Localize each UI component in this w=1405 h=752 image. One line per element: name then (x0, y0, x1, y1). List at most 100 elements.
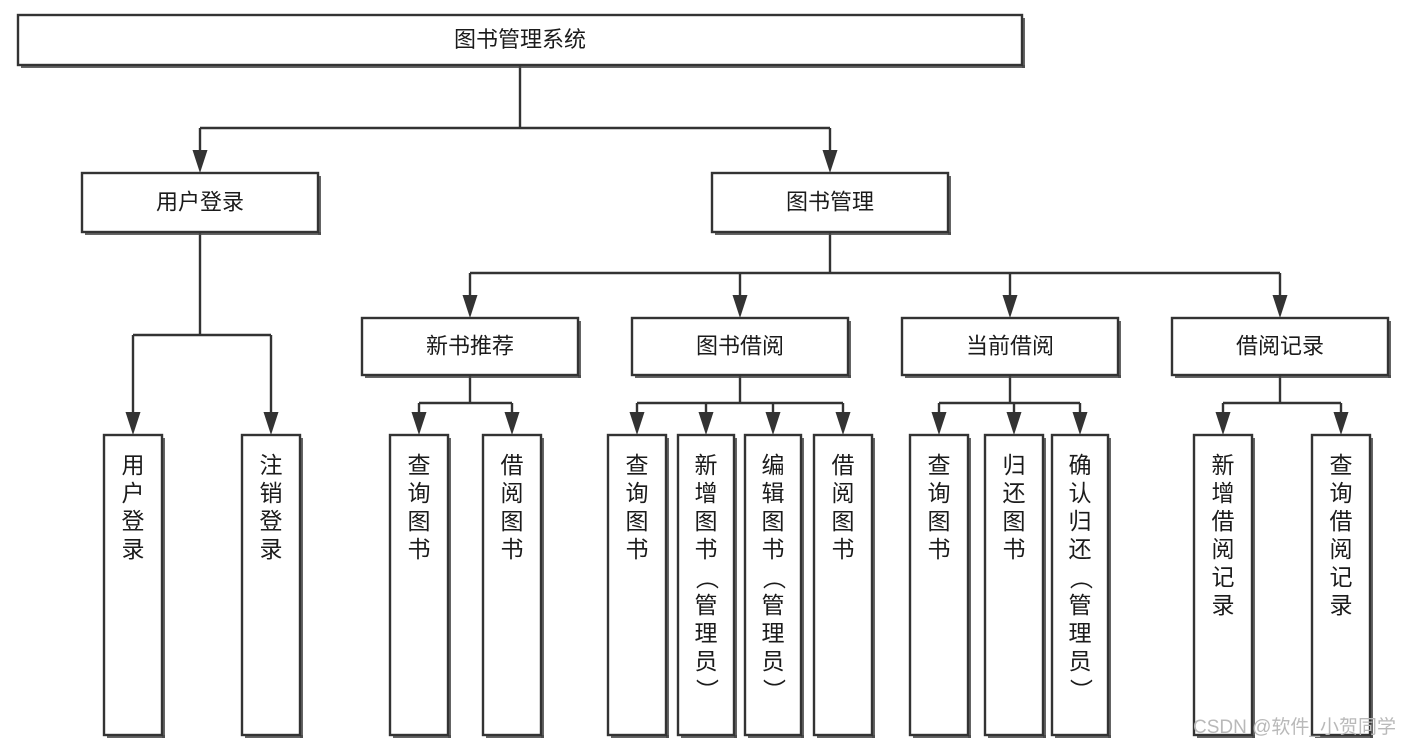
node-box[interactable] (630, 316, 850, 377)
node-shadow (1175, 375, 1391, 378)
node-label-char: 阅 (1212, 536, 1235, 562)
node-box[interactable] (481, 433, 543, 737)
node-label-char: 记 (1330, 564, 1353, 590)
node-box[interactable] (102, 433, 164, 737)
node-label-char: 图 (762, 508, 785, 534)
csdn-watermark: CSDN @软件_小贺同学 (1193, 716, 1396, 738)
node-shadow (85, 232, 321, 235)
node-label-char: ） (694, 679, 720, 702)
node-label-char: （ (694, 567, 720, 590)
node-label-char: 书 (762, 536, 785, 562)
node-box[interactable] (16, 13, 1024, 67)
node-shadow (393, 735, 451, 738)
node-box[interactable] (80, 171, 320, 234)
node-label-char: 阅 (1330, 536, 1353, 562)
node-shadow (611, 735, 669, 738)
node-label-char: 录 (260, 536, 283, 562)
node-user-login[interactable]: 用户登录 (80, 171, 321, 235)
arrow-head (835, 412, 851, 435)
node-label-char: 书 (1003, 536, 1026, 562)
node-shadow (1370, 438, 1373, 738)
node-box[interactable] (900, 316, 1120, 377)
node-shadow (1197, 735, 1255, 738)
node-box[interactable] (360, 316, 580, 377)
node-shadow (872, 438, 875, 738)
node-current-borrow[interactable]: 当前借阅 (900, 316, 1121, 378)
node-label-char: 增 (1212, 480, 1235, 506)
arrow-head (1006, 412, 1022, 435)
node-box[interactable] (710, 171, 950, 234)
node-label-char: 登 (260, 508, 283, 534)
node-box[interactable] (388, 433, 450, 737)
node-box[interactable] (1310, 433, 1372, 737)
node-shadow (300, 438, 303, 738)
node-box[interactable] (676, 433, 736, 737)
node-shadow (1108, 438, 1111, 738)
node-label-char: 编 (762, 452, 785, 478)
node-leaf-user-login[interactable]: 用户登录 (102, 433, 165, 738)
node-root[interactable]: 图书管理系统 (16, 13, 1025, 68)
node-label: 借阅记录 (1236, 333, 1324, 358)
node-shadow (848, 321, 851, 378)
node-shadow (1118, 321, 1121, 378)
node-shadow (948, 176, 951, 235)
node-box[interactable] (743, 433, 803, 737)
node-boxes-layer: 图书管理系统用户登录图书管理新书推荐图书借阅当前借阅借阅记录用户登录注销登录查询… (16, 13, 1391, 738)
node-label: 当前借阅 (966, 333, 1054, 358)
node-shadow (817, 735, 875, 738)
node-shadow (666, 438, 669, 738)
node-label-char: 增 (695, 480, 718, 506)
node-box[interactable] (240, 433, 302, 737)
node-shadow (905, 375, 1121, 378)
node-book-borrow[interactable]: 图书借阅 (630, 316, 851, 378)
node-label-char: 管 (695, 592, 718, 618)
node-book-mgmt[interactable]: 图书管理 (710, 171, 951, 235)
node-label-char: 用 (122, 452, 145, 478)
node-box[interactable] (606, 433, 668, 737)
node-label-char: 图 (928, 508, 951, 534)
node-shadow (913, 735, 971, 738)
node-label-char: （ (1068, 567, 1094, 590)
node-box[interactable] (1170, 316, 1390, 377)
node-label-char: 询 (626, 480, 649, 506)
node-box[interactable] (1192, 433, 1254, 737)
arrow-head (504, 412, 520, 435)
node-label-char: 书 (408, 536, 431, 562)
node-borrow-record[interactable]: 借阅记录 (1170, 316, 1391, 378)
node-label-char: 还 (1003, 480, 1026, 506)
node-label: 用户登录 (156, 189, 244, 214)
node-label-char: 户 (122, 480, 145, 506)
connector-lines-layer (125, 65, 1349, 435)
node-label-char: 询 (1330, 480, 1353, 506)
node-label-char: 管 (762, 592, 785, 618)
node-label-char: 查 (626, 452, 649, 478)
node-box[interactable] (1050, 433, 1110, 737)
node-shadow (486, 735, 544, 738)
node-label-char: 书 (928, 536, 951, 562)
node-label-char: 管 (1069, 592, 1092, 618)
node-label-char: 记 (1212, 564, 1235, 590)
node-label-char: 询 (928, 480, 951, 506)
node-label-char: 理 (1069, 620, 1092, 646)
node-box[interactable] (908, 433, 970, 737)
node-label-char: 询 (408, 480, 431, 506)
node-label-char: 录 (1330, 592, 1353, 618)
node-box[interactable] (812, 433, 874, 737)
node-box[interactable] (983, 433, 1045, 737)
node-new-book-rec[interactable]: 新书推荐 (360, 316, 581, 378)
arrow-head (462, 295, 478, 318)
node-shadow (715, 232, 951, 235)
